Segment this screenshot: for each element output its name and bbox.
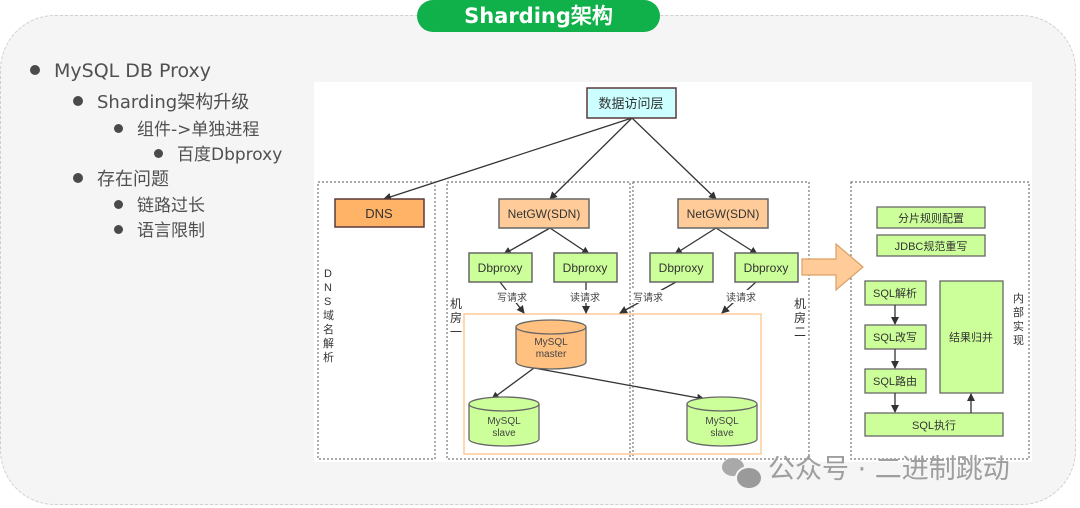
internal-label: 内部实现 xyxy=(1013,291,1024,347)
jdbc-rewrite-node xyxy=(876,234,986,257)
edge xyxy=(549,227,590,255)
bullet-text: 存在问题 xyxy=(97,169,169,190)
edge-label: 读请求 xyxy=(570,291,600,304)
bullet-text: MySQL DB Proxy xyxy=(54,60,212,82)
room1-zone xyxy=(446,181,631,460)
dbproxy-node xyxy=(649,252,714,283)
dbproxy-label: Dbproxy xyxy=(659,261,704,275)
sql-route-node xyxy=(864,368,927,394)
data-access-layer-node xyxy=(586,87,677,119)
edge xyxy=(674,227,717,255)
bullet-item: 组件->单独进程 xyxy=(114,115,259,140)
bullet-item: 存在问题 xyxy=(73,165,169,191)
watermark-text: 公众号 · 二进制跳动 xyxy=(768,454,1010,485)
bullet-text: 组件->单独进程 xyxy=(137,120,260,140)
netgw-label: NetGW(SDN) xyxy=(687,207,760,221)
edge-top-netgw1 xyxy=(549,117,633,200)
edge xyxy=(503,227,551,255)
svg-text:SQL改写: SQL改写 xyxy=(873,330,917,344)
shard-rule-node xyxy=(876,206,986,229)
sql-rewrite-node xyxy=(864,324,927,350)
netgw-label: NetGW(SDN) xyxy=(508,207,581,221)
dns-node xyxy=(334,198,425,228)
bullet-dot-icon xyxy=(114,199,123,209)
svg-text:MySQL: MySQL xyxy=(534,337,568,348)
svg-text:slave: slave xyxy=(710,428,734,439)
svg-text:分片规则配置: 分片规则配置 xyxy=(898,211,964,225)
room2-zone xyxy=(632,181,810,460)
dbproxy-label: Dbproxy xyxy=(563,261,608,275)
data-access-layer-label: 数据访问层 xyxy=(598,96,663,111)
svg-text:MySQL: MySQL xyxy=(705,416,739,427)
dbproxy-node xyxy=(734,252,799,283)
edge-replication xyxy=(491,367,535,400)
mysql-master-cylinder: MySQL master xyxy=(515,319,587,370)
bullet-text: 链路过长 xyxy=(137,196,205,216)
watermark: 公众号 · 二进制跳动 xyxy=(722,447,1010,490)
bullet-item: 语言限制 xyxy=(114,216,205,241)
dbproxy-label: Dbproxy xyxy=(478,261,523,275)
svg-text:结果归并: 结果归并 xyxy=(949,330,993,344)
wechat-icon xyxy=(722,456,763,490)
bullet-dot-icon xyxy=(154,148,163,158)
svg-text:SQL路由: SQL路由 xyxy=(873,374,917,388)
dns-label: DNS xyxy=(365,206,393,221)
bullet-dot-icon xyxy=(73,173,83,183)
sql-parse-node xyxy=(864,280,927,306)
edge-label: 写请求 xyxy=(497,291,527,304)
edge-replication xyxy=(533,367,705,402)
slide-title: Sharding架构 xyxy=(417,0,660,32)
internal-zone xyxy=(850,181,1030,460)
bullet-dot-icon xyxy=(73,96,83,106)
bullet-dot-icon xyxy=(114,123,123,133)
svg-text:MySQL: MySQL xyxy=(487,416,521,427)
room1-label: 机房一 xyxy=(450,297,462,339)
svg-text:master: master xyxy=(536,349,567,360)
edge-top-dns xyxy=(383,117,633,201)
dns-zone xyxy=(317,181,436,460)
bullet-text: 语言限制 xyxy=(137,221,205,241)
sql-execute-node xyxy=(864,412,1004,437)
svg-text:SQL解析: SQL解析 xyxy=(873,286,917,300)
bullet-item: MySQL DB Proxy xyxy=(30,60,211,82)
svg-text:JDBC规范重写: JDBC规范重写 xyxy=(895,239,968,253)
svg-text:slave: slave xyxy=(492,428,516,439)
svg-text:SQL执行: SQL执行 xyxy=(912,418,956,432)
bullet-dot-icon xyxy=(114,224,123,234)
edge-label: 读请求 xyxy=(726,291,756,304)
bullet-item: Sharding架构升级 xyxy=(73,88,249,114)
netgw-node xyxy=(677,198,769,229)
edge xyxy=(715,227,758,255)
dbproxy-node xyxy=(553,252,618,283)
edge-label: 写请求 xyxy=(633,291,663,304)
dbproxy-label: Dbproxy xyxy=(744,261,789,275)
bullet-item: 链路过长 xyxy=(114,191,205,216)
bullet-text: Sharding架构升级 xyxy=(97,92,250,113)
room2-label: 机房二 xyxy=(794,297,806,339)
netgw-node xyxy=(498,198,590,229)
bullet-item: 百度Dbproxy xyxy=(154,140,282,165)
mysql-slave-cylinder: MySQL slave xyxy=(686,396,758,447)
edge-top-netgw2 xyxy=(631,117,717,200)
architecture-diagram: 写请求 读请求 写请求 读请求 数据访问层 DNS NetGW(SDN) Net… xyxy=(314,82,1032,462)
mysql-region xyxy=(463,313,762,455)
bullet-dot-icon xyxy=(30,64,40,75)
bullet-text: 百度Dbproxy xyxy=(177,145,283,165)
result-merge-node xyxy=(939,280,1004,394)
big-right-arrow-icon xyxy=(801,242,864,292)
dbproxy-node xyxy=(468,252,533,283)
mysql-slave-cylinder: MySQL slave xyxy=(468,396,540,447)
